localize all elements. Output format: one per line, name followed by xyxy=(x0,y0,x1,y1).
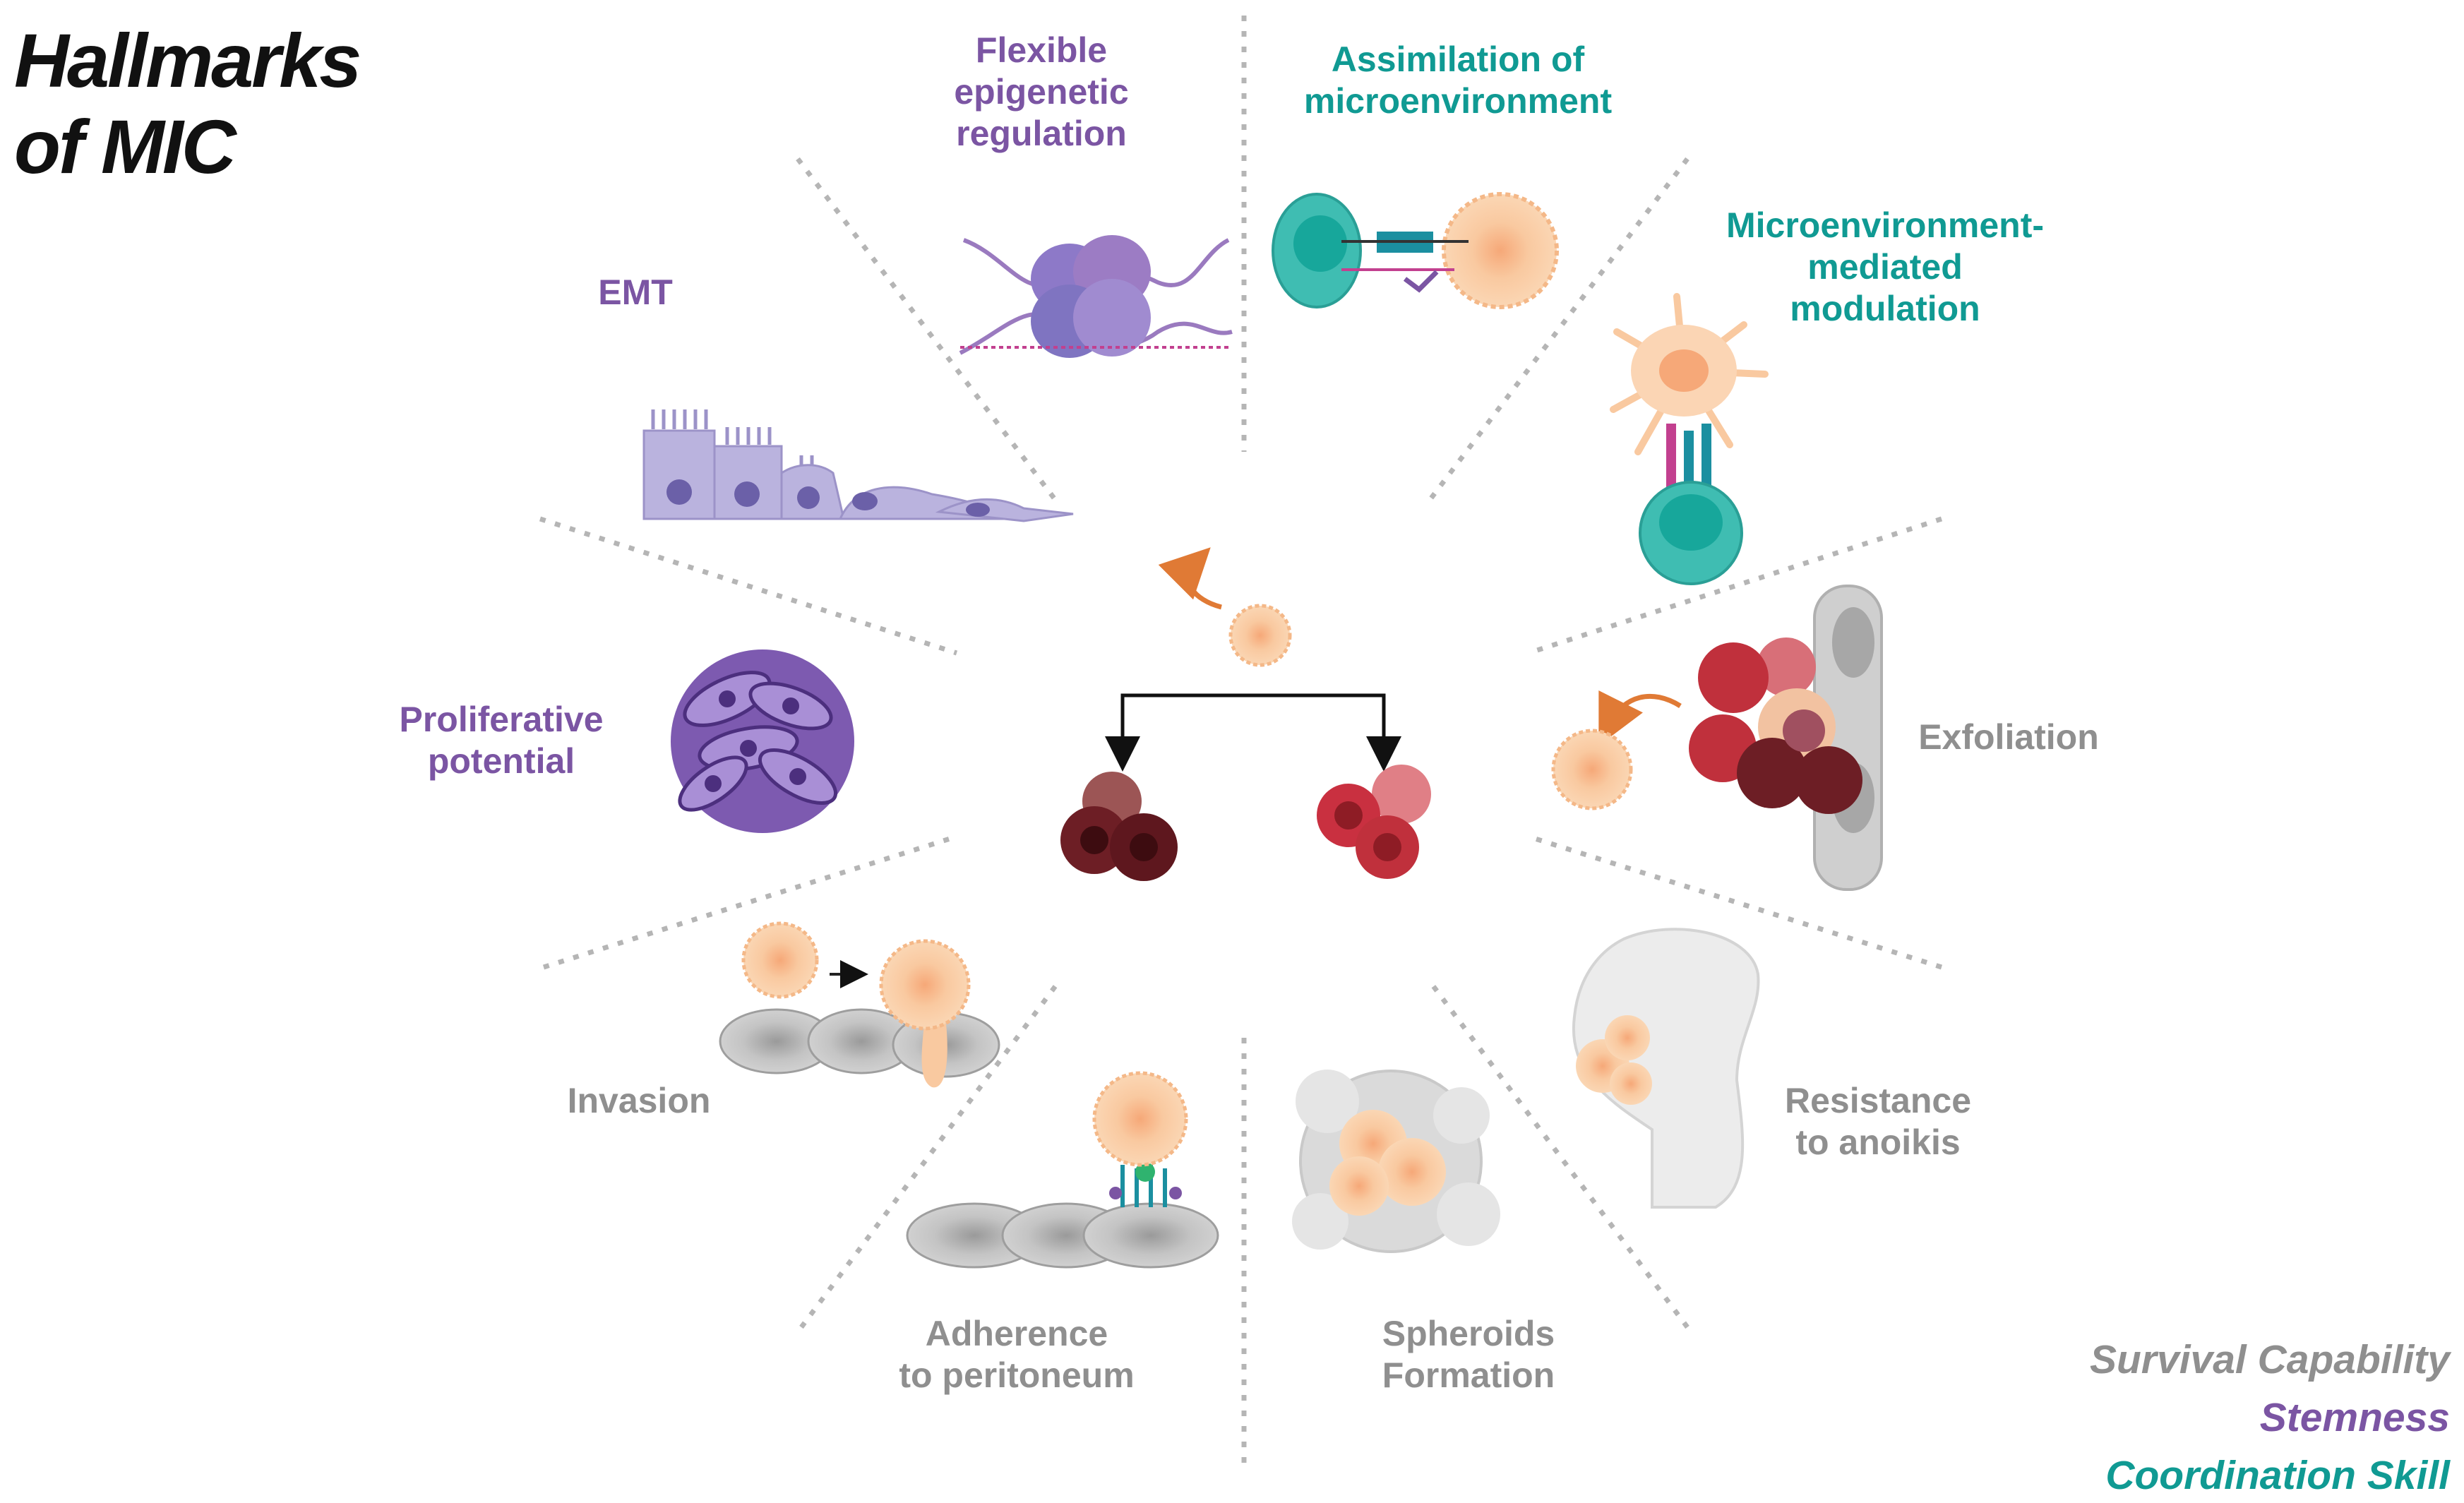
adherence-icon xyxy=(906,1071,1219,1269)
legend-survival: Survival Capability xyxy=(2089,1337,2450,1382)
label-adherence: Adherence to peritoneum xyxy=(899,1314,1135,1395)
label-proliferative: Proliferative potential xyxy=(399,700,604,781)
label-spheroids: Spheroids Formation xyxy=(1382,1314,1555,1395)
spheroid-icon xyxy=(1292,1070,1500,1253)
divider-right-lower xyxy=(1527,834,1943,970)
label-emt: EMT xyxy=(598,273,673,312)
divider-right-upper xyxy=(1527,516,1943,656)
legend-coordination: Coordination Skill xyxy=(2105,1453,2450,1498)
dark-red-cluster-icon xyxy=(1060,772,1178,881)
legend-stemness: Stemness xyxy=(2259,1395,2450,1440)
diagram-title: Hallmarks of MIC xyxy=(14,18,361,190)
label-flexible-epigenetic: Flexible epigenetic regulation xyxy=(954,30,1129,153)
title-line-1: Hallmarks xyxy=(14,18,361,103)
invasion-icon xyxy=(719,921,1000,1088)
emt-epithelium-icon xyxy=(642,409,1074,522)
radial-dividers xyxy=(539,16,1943,1472)
divider-bottom-right xyxy=(1428,979,1689,1329)
label-invasion: Invasion xyxy=(567,1081,711,1120)
divider-top-right xyxy=(1424,157,1689,507)
divider-left-upper xyxy=(539,516,958,656)
dendritic-cell-icon xyxy=(1610,293,1769,585)
differentiation-arrows xyxy=(1120,693,1386,748)
label-microenv-modulation: Microenvironment- mediated modulation xyxy=(1726,205,2045,328)
divider-left-lower xyxy=(542,834,958,970)
self-renewal-arrow-icon xyxy=(1158,547,1222,610)
label-assimilation: Assimilation of microenvironment xyxy=(1303,40,1613,121)
center-mic-cell xyxy=(1060,547,1431,881)
divider-top-left xyxy=(796,157,1061,507)
resistance-body-icon xyxy=(1572,928,1760,1209)
label-exfoliation: Exfoliation xyxy=(1918,717,2099,757)
exfoliation-icon xyxy=(1551,585,1883,891)
red-cluster-icon xyxy=(1317,765,1431,879)
title-line-2: of MIC xyxy=(14,104,237,190)
cell-interaction-icon xyxy=(1272,192,1559,309)
nucleosome-icon xyxy=(959,235,1233,358)
divider-bottom-left xyxy=(799,979,1061,1329)
label-resistance: Resistance to anoikis xyxy=(1784,1081,1972,1162)
cell-cluster-icon xyxy=(671,649,854,833)
